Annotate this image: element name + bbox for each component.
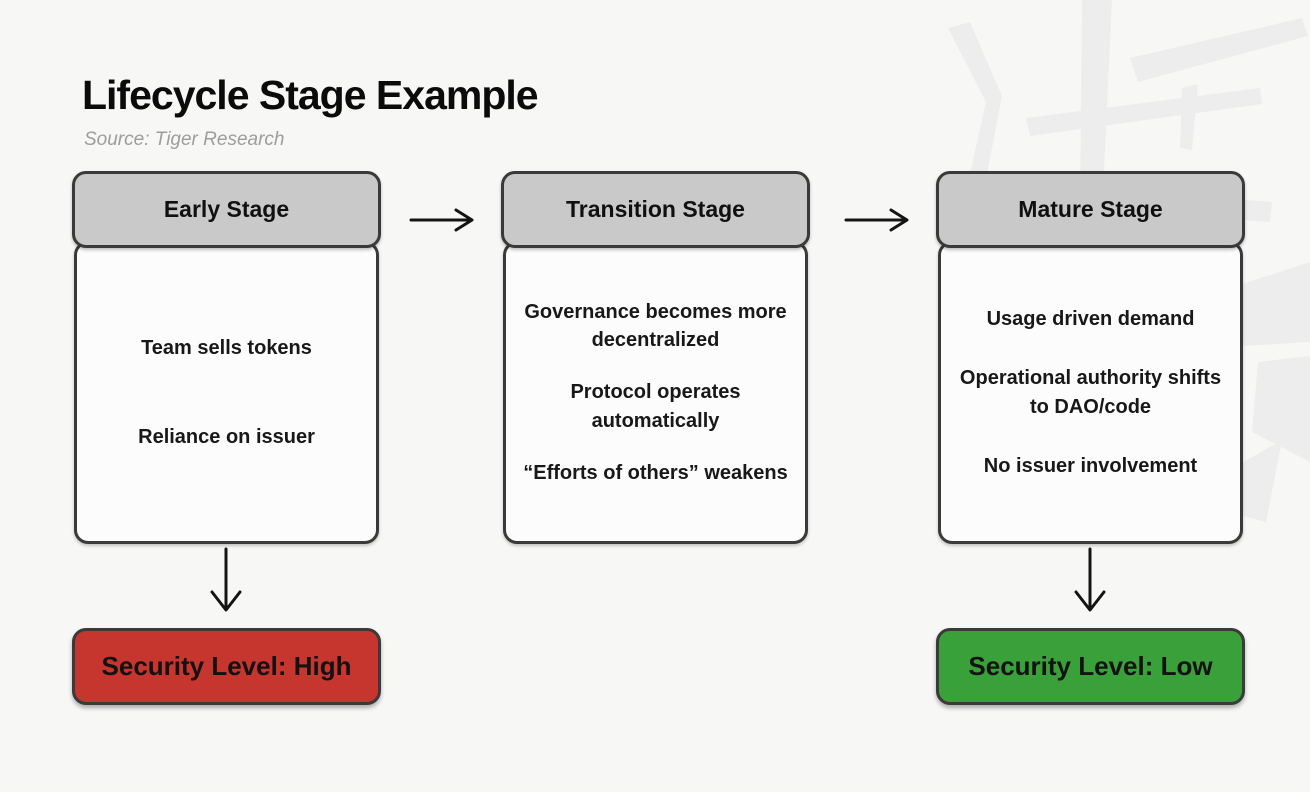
stage-header-mature: Mature Stage bbox=[936, 171, 1245, 248]
stage-body-mature: Usage driven demand Operational authorit… bbox=[938, 241, 1243, 544]
stage-item: Usage driven demand bbox=[986, 307, 1195, 330]
arrow-transition-to-mature bbox=[844, 208, 909, 232]
stage-item: Operational authority shifts to DAO/code bbox=[959, 367, 1222, 418]
stage-item: Team sells tokens bbox=[141, 337, 312, 360]
stage-header-transition: Transition Stage bbox=[501, 171, 810, 248]
arrow-early-to-transition bbox=[409, 208, 474, 232]
stage-card-mature: Usage driven demand Operational authorit… bbox=[936, 171, 1245, 544]
arrow-mature-to-security bbox=[1074, 547, 1106, 612]
stage-item: Governance becomes more decentralized bbox=[524, 300, 787, 352]
stage-item: “Efforts of others” weakens bbox=[523, 461, 788, 484]
arrow-early-to-security bbox=[210, 547, 242, 612]
stage-item: Reliance on issuer bbox=[138, 425, 315, 448]
stage-item: No issuer involvement bbox=[983, 454, 1198, 477]
page-title: Lifecycle Stage Example bbox=[82, 72, 539, 118]
security-level-high-badge: Security Level: High bbox=[72, 628, 381, 705]
stage-card-transition: Governance becomes more decentralized Pr… bbox=[501, 171, 810, 544]
stage-header-early: Early Stage bbox=[72, 171, 381, 248]
stage-card-early: Team sells tokens Reliance on issuer Ear… bbox=[72, 171, 381, 544]
source-caption: Source: Tiger Research bbox=[84, 129, 285, 150]
stage-body-transition: Governance becomes more decentralized Pr… bbox=[503, 241, 808, 544]
stage-body-early: Team sells tokens Reliance on issuer bbox=[74, 241, 379, 544]
security-level-low-badge: Security Level: Low bbox=[936, 628, 1245, 705]
stage-item: Protocol operates automatically bbox=[570, 381, 741, 432]
